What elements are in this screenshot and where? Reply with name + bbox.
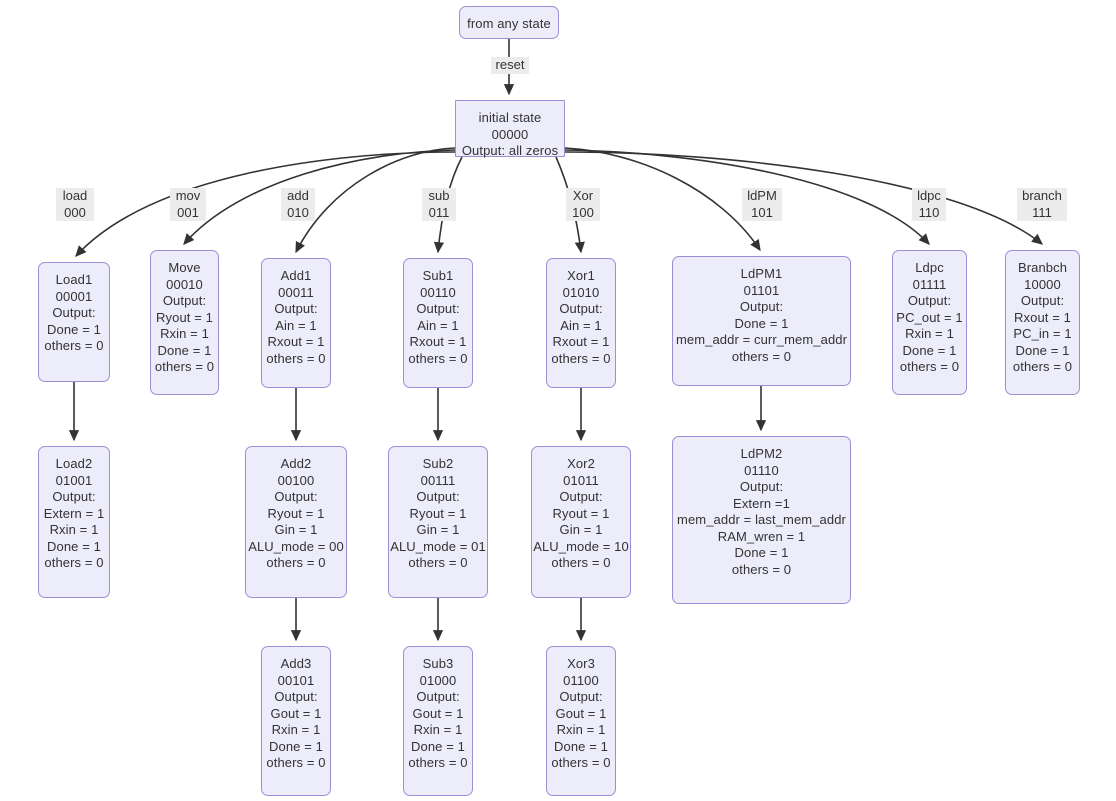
state-node-label: Move 00010 Output: Ryout = 1 Rxin = 1 Do… bbox=[154, 260, 215, 374]
edges-group bbox=[68, 39, 1043, 642]
edge-initial-to-branbch bbox=[564, 151, 1043, 245]
edge-initial-to-move bbox=[183, 149, 456, 245]
state-node-sub3[interactable]: Sub3 01000 Output: Gout = 1 Rxin = 1 Don… bbox=[403, 646, 473, 796]
state-node-label: Add1 00011 Output: Ain = 1 Rxout = 1 oth… bbox=[266, 268, 326, 366]
state-node-label: Load1 00001 Output: Done = 1 others = 0 bbox=[44, 272, 104, 353]
edge-label-add: add 010 bbox=[281, 188, 315, 221]
state-node-branbch[interactable]: Branbch 10000 Output: Rxout = 1 PC_in = … bbox=[1005, 250, 1080, 395]
edge-initial-to-add1 bbox=[295, 147, 456, 254]
state-node-label: LdPM2 01110 Output: Extern =1 mem_addr =… bbox=[677, 446, 846, 577]
state-node-load2[interactable]: Load2 01001 Output: Extern = 1 Rxin = 1 … bbox=[38, 446, 110, 598]
state-node-sub2[interactable]: Sub2 00111 Output: Ryout = 1 Gin = 1 ALU… bbox=[388, 446, 488, 598]
state-node-label: Add3 00101 Output: Gout = 1 Rxin = 1 Don… bbox=[266, 656, 326, 770]
state-node-initial-state[interactable]: initial state 00000 Output: all zeros bbox=[455, 100, 565, 158]
edge-label-ldpm: ldPM 101 bbox=[742, 188, 782, 221]
state-node-label: from any state bbox=[467, 16, 551, 31]
state-node-label: initial state 00000 Output: all zeros bbox=[461, 110, 559, 158]
state-node-add3[interactable]: Add3 00101 Output: Gout = 1 Rxin = 1 Don… bbox=[261, 646, 331, 796]
state-node-label: Xor3 01100 Output: Gout = 1 Rxin = 1 Don… bbox=[551, 656, 611, 770]
state-node-add2[interactable]: Add2 00100 Output: Ryout = 1 Gin = 1 ALU… bbox=[245, 446, 347, 598]
edge-label-xor: Xor 100 bbox=[566, 188, 600, 221]
state-node-label: Xor1 01010 Output: Ain = 1 Rxout = 1 oth… bbox=[551, 268, 611, 366]
state-node-from-any-state[interactable]: from any state bbox=[459, 6, 559, 39]
state-node-label: Add2 00100 Output: Ryout = 1 Gin = 1 ALU… bbox=[248, 456, 344, 570]
state-node-ldpm1[interactable]: LdPM1 01101 Output: Done = 1 mem_addr = … bbox=[672, 256, 851, 386]
state-node-add1[interactable]: Add1 00011 Output: Ain = 1 Rxout = 1 oth… bbox=[261, 258, 331, 388]
state-node-label: Xor2 01011 Output: Ryout = 1 Gin = 1 ALU… bbox=[533, 456, 629, 570]
edge-label-sub: sub 011 bbox=[422, 188, 456, 221]
edge-initial-to-load1 bbox=[75, 151, 456, 257]
state-node-xor2[interactable]: Xor2 01011 Output: Ryout = 1 Gin = 1 ALU… bbox=[531, 446, 631, 598]
state-node-label: Sub1 00110 Output: Ain = 1 Rxout = 1 oth… bbox=[408, 268, 468, 366]
edge-label-mov: mov 001 bbox=[170, 188, 206, 221]
state-node-ldpc[interactable]: Ldpc 01111 Output: PC_out = 1 Rxin = 1 D… bbox=[892, 250, 967, 395]
state-node-sub1[interactable]: Sub1 00110 Output: Ain = 1 Rxout = 1 oth… bbox=[403, 258, 473, 388]
state-node-move[interactable]: Move 00010 Output: Ryout = 1 Rxin = 1 Do… bbox=[150, 250, 219, 395]
state-node-label: Load2 01001 Output: Extern = 1 Rxin = 1 … bbox=[43, 456, 105, 570]
state-node-xor3[interactable]: Xor3 01100 Output: Gout = 1 Rxin = 1 Don… bbox=[546, 646, 616, 796]
state-node-label: Sub2 00111 Output: Ryout = 1 Gin = 1 ALU… bbox=[390, 456, 486, 570]
edge-label-ldpc: ldpc 110 bbox=[912, 188, 946, 221]
state-node-xor1[interactable]: Xor1 01010 Output: Ain = 1 Rxout = 1 oth… bbox=[546, 258, 616, 388]
state-node-label: Sub3 01000 Output: Gout = 1 Rxin = 1 Don… bbox=[408, 656, 468, 770]
state-node-label: LdPM1 01101 Output: Done = 1 mem_addr = … bbox=[675, 266, 848, 364]
state-node-ldpm2[interactable]: LdPM2 01110 Output: Extern =1 mem_addr =… bbox=[672, 436, 851, 604]
state-node-load1[interactable]: Load1 00001 Output: Done = 1 others = 0 bbox=[38, 262, 110, 382]
edge-label-branch: branch 111 bbox=[1017, 188, 1067, 221]
state-node-label: Branbch 10000 Output: Rxout = 1 PC_in = … bbox=[1012, 260, 1073, 374]
edge-label-reset: reset bbox=[491, 57, 529, 74]
state-node-label: Ldpc 01111 Output: PC_out = 1 Rxin = 1 D… bbox=[896, 260, 963, 374]
edge-label-load: load 000 bbox=[56, 188, 94, 221]
